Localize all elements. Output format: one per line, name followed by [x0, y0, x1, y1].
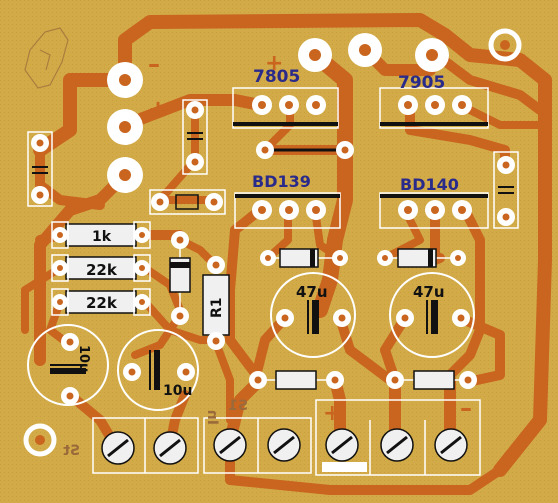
mirrored-logo — [24, 27, 69, 89]
small-capacitor-mid — [182, 99, 208, 175]
label-22k-b: 22k — [86, 294, 118, 312]
marking-st: St — [63, 443, 80, 459]
diode-horizontal-b — [377, 248, 466, 268]
top-large-pads — [23, 28, 522, 457]
screw-terminals-right — [315, 399, 481, 476]
label-bd139: BD139 — [252, 172, 311, 191]
small-capacitor-right — [493, 151, 519, 229]
polarity-plus-left: + — [148, 95, 168, 123]
resistor-lower-b — [386, 370, 477, 390]
electrolytic-cap-mid — [117, 329, 199, 411]
label-cap-47b: 47u — [413, 283, 445, 301]
power-input-pads — [107, 62, 143, 193]
label-bd140: BD140 — [400, 175, 459, 194]
polarity-minus-bottom: – — [460, 394, 472, 422]
transistor-bd140 — [379, 192, 489, 229]
screw-terminals-mid — [203, 417, 312, 474]
jumper-wire — [256, 141, 354, 159]
polarity-minus-top: – — [148, 50, 160, 78]
resistor-array — [51, 221, 151, 316]
diode-horizontal-a — [260, 248, 348, 268]
marking-in: In — [204, 410, 220, 425]
regulator-7905 — [379, 87, 489, 129]
screw-terminals-left — [92, 417, 199, 474]
label-cap-47a: 47u — [296, 283, 328, 301]
regulator-7805 — [232, 87, 339, 129]
electrolytic-cap-47b — [389, 272, 475, 358]
diode-vertical — [169, 231, 191, 325]
label-22k-a: 22k — [86, 261, 118, 279]
transistor-bd139 — [234, 192, 341, 229]
polarity-plus-top: + — [265, 51, 283, 76]
marking-s1: S1 — [228, 398, 248, 414]
label-cap-left: 10u — [76, 345, 91, 372]
label-7805: 7805 — [253, 67, 300, 87]
small-capacitor-left — [27, 131, 53, 207]
label-r1: R1 — [209, 297, 225, 318]
polarity-plus-bottom: + — [323, 401, 341, 426]
label-1k: 1k — [92, 229, 112, 245]
resistor-lower-a — [249, 370, 344, 390]
label-7905: 7905 — [398, 73, 445, 93]
resistor-r1 — [202, 256, 230, 350]
horizontal-component — [149, 189, 226, 215]
electrolytic-cap-left — [27, 324, 109, 406]
electrolytic-cap-47a — [270, 272, 356, 358]
label-cap-mid: 10u — [163, 383, 192, 399]
